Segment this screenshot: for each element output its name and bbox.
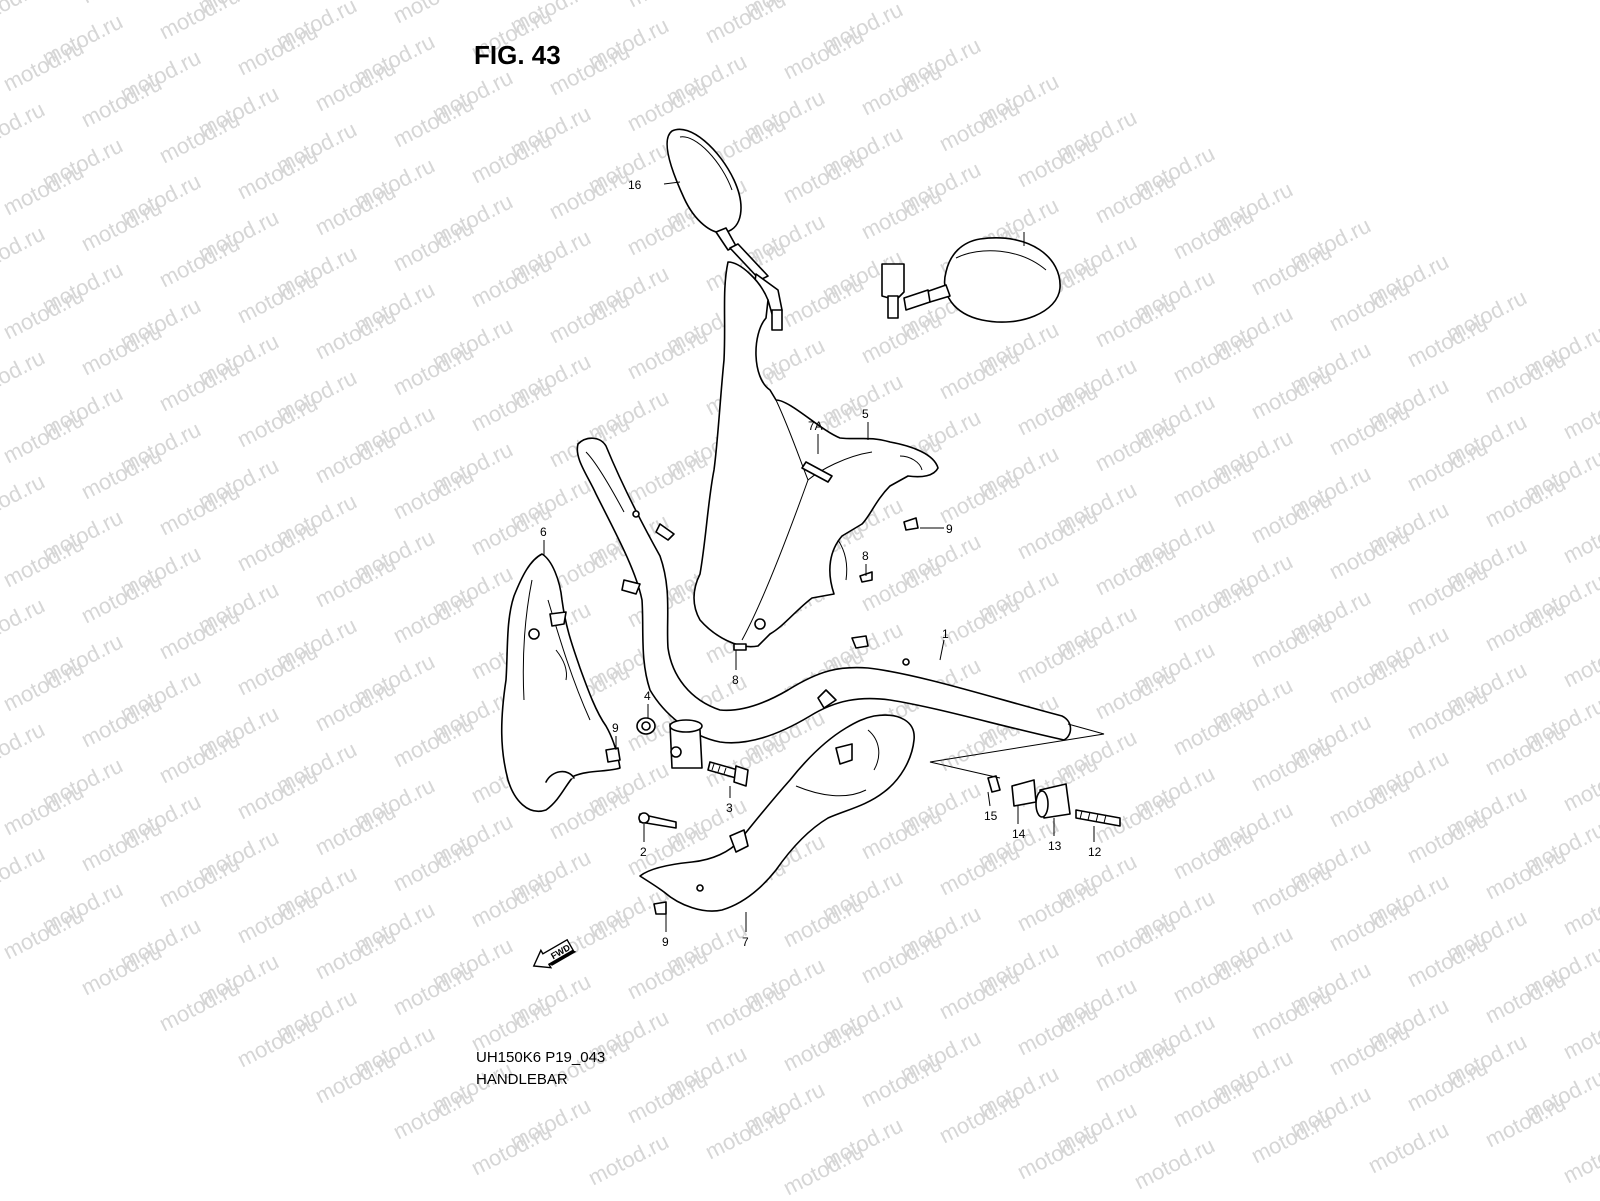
- figure-name: HANDLEBAR: [476, 1071, 568, 1088]
- callout-8-upper: 8: [862, 549, 869, 563]
- left-mirror: [666, 128, 783, 331]
- callout-11: 12: [1088, 845, 1102, 859]
- callout-6: 6: [540, 525, 547, 539]
- callout-7a: 7A: [808, 419, 823, 433]
- callout-10: 9: [946, 522, 953, 536]
- callout-7: 7: [742, 935, 749, 949]
- handlebar-clamp: [636, 717, 703, 769]
- forward-arrow-icon: FWD: [532, 938, 577, 969]
- callout-15: 16: [628, 178, 642, 192]
- callout-2: 2: [640, 845, 647, 859]
- bar-end-parts: [987, 775, 1121, 827]
- callout-8-lower: 8: [732, 673, 739, 687]
- callout-9-lower: 9: [662, 935, 669, 949]
- screws: [638, 517, 919, 829]
- callout-5: 5: [862, 407, 869, 421]
- callout-9-upper: 9: [612, 721, 619, 735]
- callout-13: 14: [1012, 827, 1026, 841]
- handlebar-tube: [576, 437, 1072, 744]
- callout-14: 15: [984, 809, 998, 823]
- front-handlebar-cover: [693, 261, 939, 648]
- figure-code: UH150K6 P19_043: [476, 1049, 606, 1066]
- callout-12: 13: [1048, 839, 1062, 853]
- lower-handlebar-cover: [639, 714, 915, 915]
- callout-4: 4: [644, 689, 651, 703]
- leader-lines: [543, 181, 1095, 932]
- right-mirror: [881, 237, 1061, 323]
- figure-title: FIG. 43: [474, 40, 561, 70]
- left-side-cover: [500, 553, 621, 813]
- handlebar-bolt: [707, 761, 749, 787]
- callout-1: 1: [942, 627, 949, 641]
- callout-3: 3: [726, 801, 733, 815]
